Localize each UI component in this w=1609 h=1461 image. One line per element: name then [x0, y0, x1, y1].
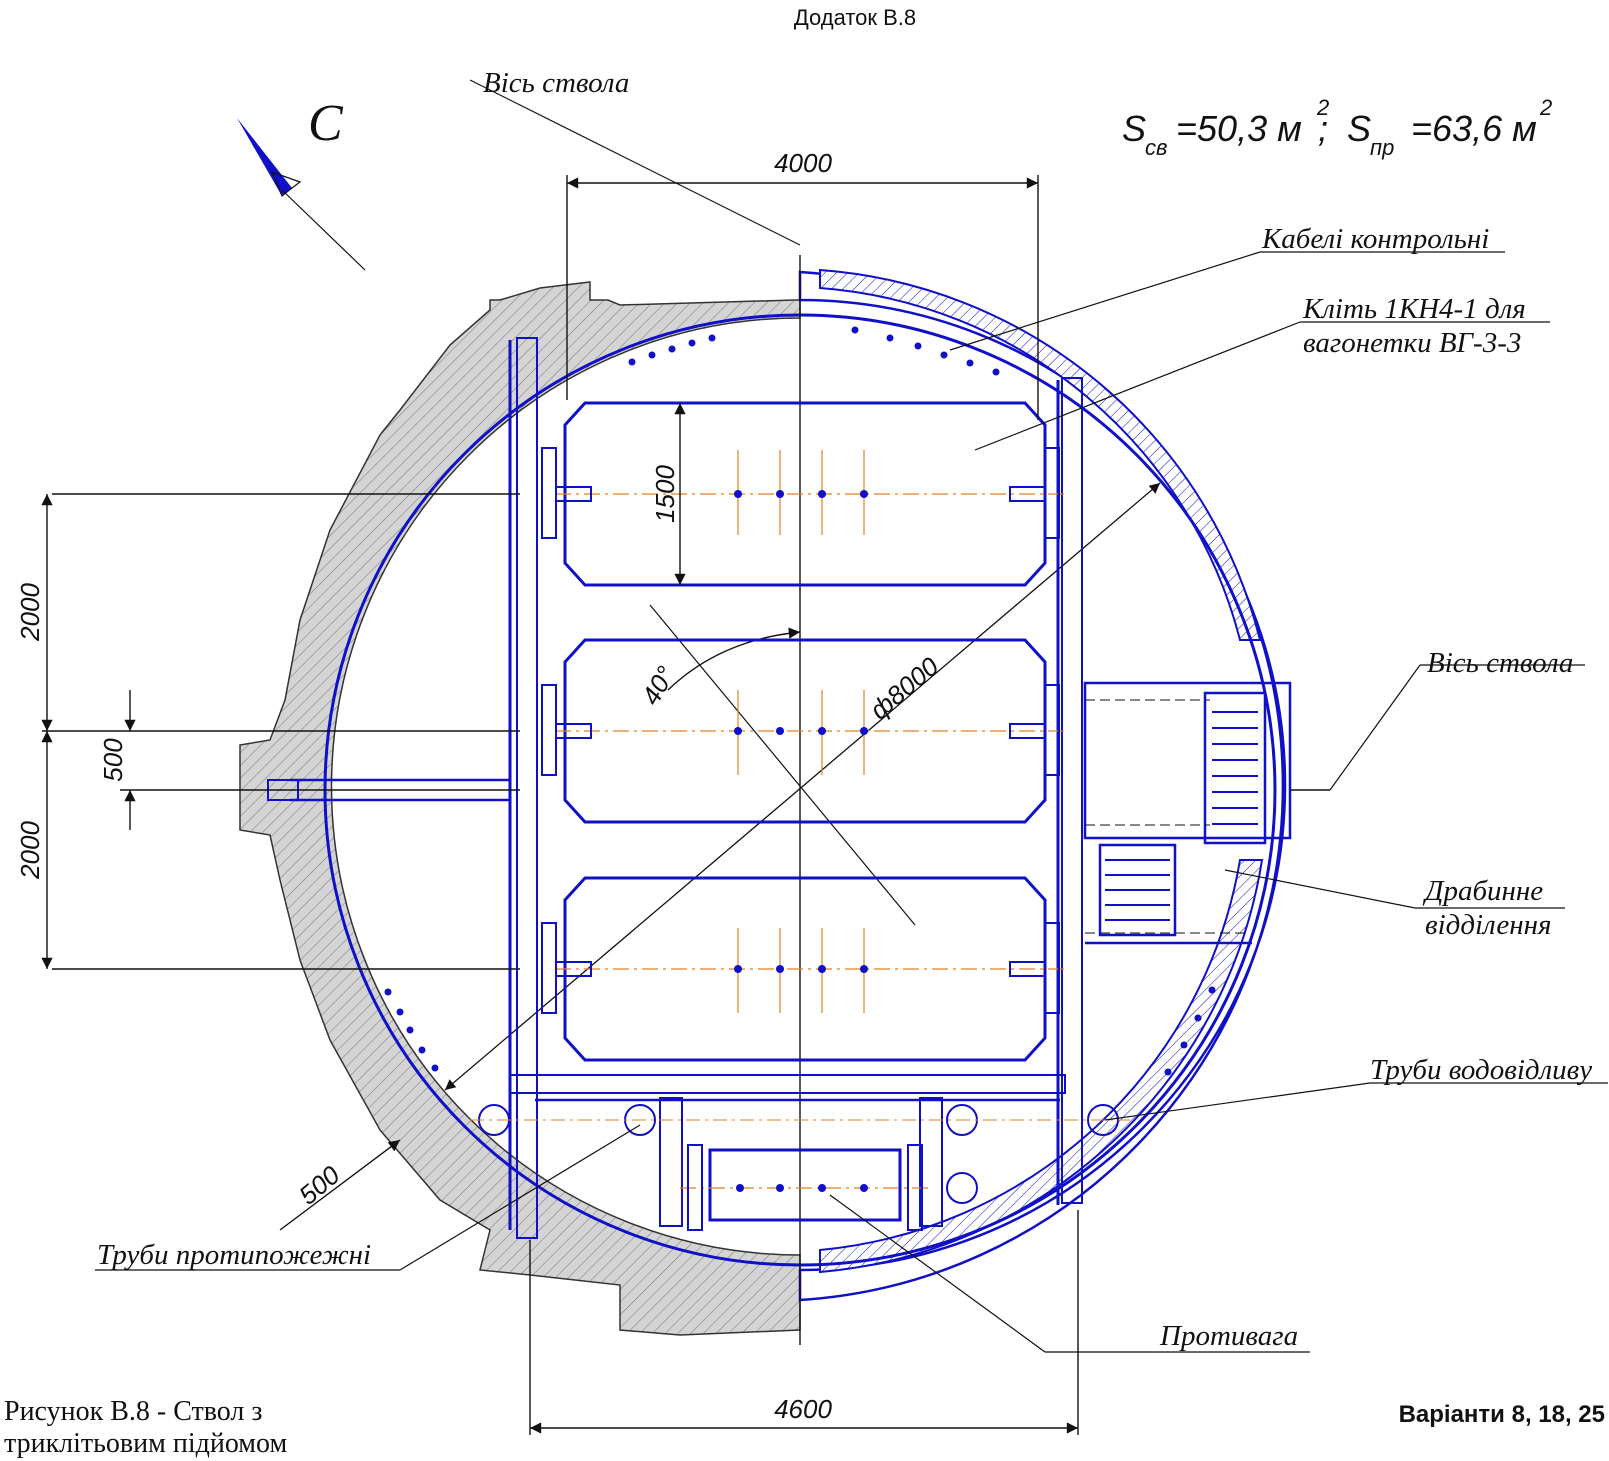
formula-sep: ; — [1318, 108, 1328, 149]
svg-text:S: S — [1122, 108, 1146, 149]
formula-s-pr-sub: пр — [1370, 135, 1394, 160]
label-drain-pipes: Труби водовідливу — [1370, 1054, 1592, 1086]
left-lining — [239, 272, 801, 1336]
counterweight — [659, 1097, 943, 1231]
dim-bottom-width: 4600 — [774, 1394, 832, 1424]
cable-dots — [384, 326, 1216, 1076]
cage-1 — [555, 401, 1065, 587]
label-cage-line2: вагонетки ВГ-3-3 — [1303, 327, 1521, 359]
formula-s-pr-val: =63,6 м — [1411, 108, 1537, 149]
caption-line2: триклітьовим підйомом — [4, 1428, 287, 1459]
caption-line1: Рисунок В.8 - Ствол з — [4, 1396, 262, 1427]
dim-diameter: ф8000 — [864, 651, 945, 725]
formula-s-sv-sub: св — [1145, 135, 1167, 160]
label-counterweight: Противага — [1159, 1320, 1298, 1352]
leaders — [95, 251, 1608, 1353]
formula-s-sv: S — [1122, 108, 1146, 149]
cage-3 — [555, 876, 1065, 1062]
formula-s-pr: S — [1347, 108, 1371, 149]
label-ladder-line1: Драбинне — [1422, 875, 1543, 907]
ladder-compartment — [1083, 681, 1292, 945]
dim-left-upper: 2000 — [15, 583, 45, 642]
bottom-beam — [509, 1074, 1066, 1094]
area-formula: S св =50,3 м 2 ; S пр =63,6 м 2 — [1122, 95, 1552, 160]
north-arrow: С — [237, 95, 366, 271]
label-ladder-line2: відділення — [1425, 909, 1552, 941]
dim-lining: 500 — [293, 1159, 346, 1210]
variants: Варіанти 8, 18, 25 — [1399, 1401, 1605, 1428]
label-cables: Кабелі контрольні — [1261, 223, 1489, 255]
north-arrow-icon — [237, 118, 292, 196]
formula-s-pr-pow: 2 — [1539, 95, 1552, 120]
dim-cage-height: 1500 — [650, 465, 680, 523]
guide-shoes — [541, 447, 1060, 1014]
diameter-line — [444, 482, 1161, 1091]
left-beam — [516, 337, 538, 1239]
cage-hangers — [734, 450, 868, 1013]
header-title: Додаток В.8 — [794, 5, 916, 30]
dim-angle: 40° — [635, 661, 681, 710]
label-fire-pipes: Труби протипожежні — [97, 1239, 371, 1271]
label-axis-top: Вісь ствола — [483, 67, 629, 99]
formula-s-sv-pow: 2 — [1316, 95, 1329, 120]
label-axis-right: Вісь ствола — [1427, 647, 1573, 679]
right-lining — [798, 268, 1287, 1302]
pipes — [470, 1104, 1130, 1204]
formula-s-sv-val: =50,3 м — [1176, 108, 1302, 149]
labels: Вісь ствола Вісь ствола Кабелі контрольн… — [97, 67, 1592, 1352]
cage-2 — [555, 638, 1065, 824]
right-beam — [1061, 377, 1083, 1204]
north-label: С — [308, 95, 344, 152]
dim-left-mid: 500 — [98, 738, 128, 782]
label-cage-line1: Кліть 1КН4-1 для — [1302, 293, 1526, 325]
dim-top-width: 4000 — [774, 148, 832, 178]
dim-left-lower: 2000 — [15, 821, 45, 880]
